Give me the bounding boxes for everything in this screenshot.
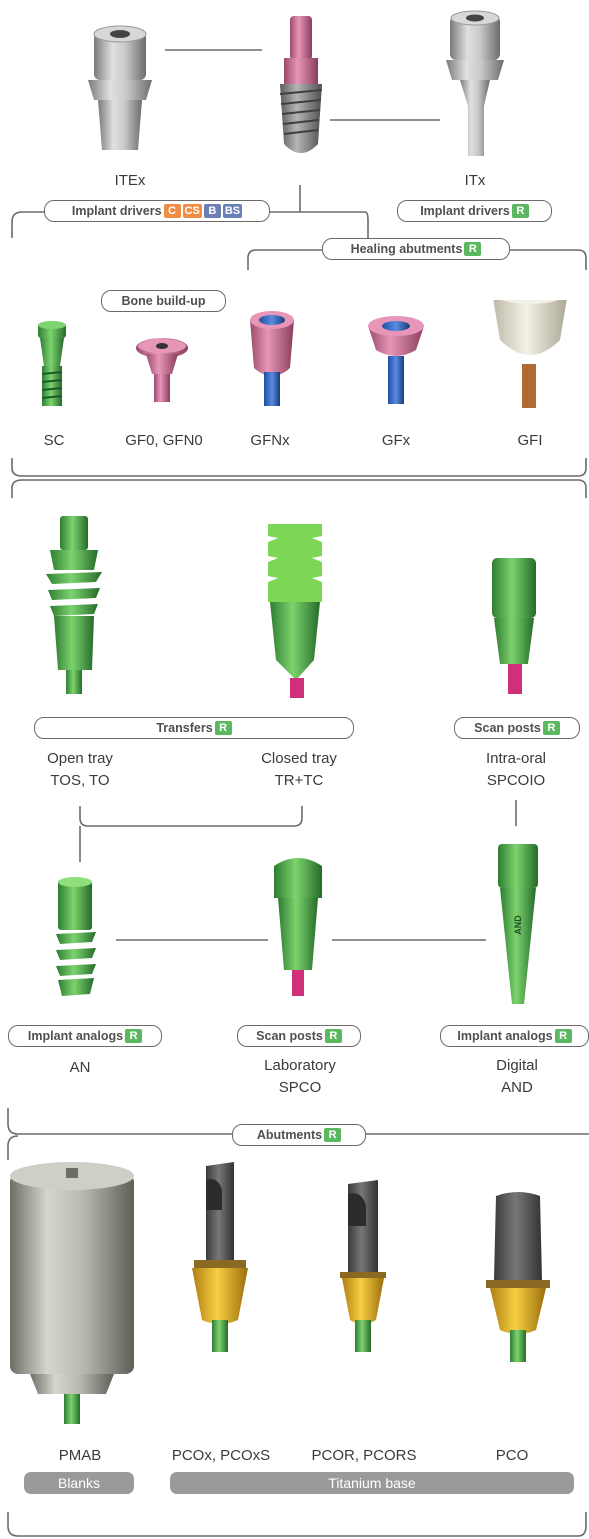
badge-r: R xyxy=(464,242,481,256)
healing-abutments-label: Healing abutments xyxy=(351,242,463,256)
itex-implant-image xyxy=(80,20,160,160)
open-tray-codes: TOS, TO xyxy=(30,770,130,791)
itx-implant-image xyxy=(440,6,510,166)
spco-label: SPCO xyxy=(250,1077,350,1098)
pcor-titanium-base-image xyxy=(340,1180,386,1352)
healing-abutments-pill[interactable]: Healing abutments R xyxy=(322,238,510,260)
implant-drivers-r-pill[interactable]: Implant drivers R xyxy=(397,200,552,222)
implant-analogs-left-pill[interactable]: Implant analogs R xyxy=(8,1025,162,1047)
implant-analogs-label: Implant analogs xyxy=(457,1029,552,1043)
implant-drivers-pill[interactable]: Implant drivers C CS B BS xyxy=(44,200,270,222)
pco-titanium-base-image xyxy=(486,1192,550,1362)
gfi-image xyxy=(492,300,568,408)
healing-abutments-images xyxy=(0,300,589,420)
pmab-blank-image xyxy=(10,1162,134,1424)
transfers-images xyxy=(0,510,589,700)
transfers-pill[interactable]: Transfers R xyxy=(34,717,354,739)
abutment-label-pcor: PCOR, PCORS xyxy=(306,1445,422,1466)
badge-r: R xyxy=(325,1029,342,1043)
sc-screw-image xyxy=(38,321,66,406)
itx-label: ITx xyxy=(445,170,505,191)
abutment-label-pmab: PMAB xyxy=(44,1445,116,1466)
laboratory-label: Laboratory xyxy=(250,1055,350,1076)
itex-label: ITEx xyxy=(100,170,160,191)
badge-r: R xyxy=(125,1029,142,1043)
pcox-titanium-base-image xyxy=(192,1162,248,1352)
blanks-category-bar: Blanks xyxy=(24,1472,134,1494)
gfx-image xyxy=(368,316,424,404)
transfers-label: Transfers xyxy=(156,721,212,735)
implant-drivers-r-label: Implant drivers xyxy=(420,204,510,218)
badge-c: C xyxy=(164,204,181,218)
scan-posts-laboratory-pill[interactable]: Scan posts R xyxy=(237,1025,361,1047)
badge-bs: BS xyxy=(223,204,242,218)
and-engraving: AND xyxy=(513,915,523,935)
abutment-label-pco: PCO xyxy=(482,1445,542,1466)
intraoral-label: Intra-oral xyxy=(466,748,566,769)
scan-posts-label: Scan posts xyxy=(256,1029,323,1043)
and-label: AND xyxy=(467,1077,567,1098)
healing-label-gf0: GF0, GFN0 xyxy=(114,430,214,451)
badge-b: B xyxy=(204,204,221,218)
badge-r: R xyxy=(543,721,560,735)
scan-posts-intraoral-pill[interactable]: Scan posts R xyxy=(454,717,580,739)
implant-analogs-label: Implant analogs xyxy=(28,1029,123,1043)
open-tray-label: Open tray xyxy=(30,748,130,769)
closed-tray-transfer-image xyxy=(268,524,322,698)
an-label: AN xyxy=(50,1057,110,1078)
digital-label: Digital xyxy=(467,1055,567,1076)
healing-label-sc: SC xyxy=(24,430,84,451)
open-tray-transfer-image xyxy=(46,516,102,694)
implant-analogs-right-pill[interactable]: Implant analogs R xyxy=(440,1025,589,1047)
closed-tray-codes: TR+TC xyxy=(244,770,354,791)
intraoral-code: SPCOIO xyxy=(466,770,566,791)
abutments-label: Abutments xyxy=(257,1128,322,1142)
healing-label-gfnx: GFNx xyxy=(240,430,300,451)
scan-posts-label: Scan posts xyxy=(474,721,541,735)
scan-post-laboratory-image xyxy=(274,858,322,996)
badge-r: R xyxy=(324,1128,341,1142)
scan-post-intraoral-image xyxy=(492,558,536,694)
healing-label-gfi: GFI xyxy=(500,430,560,451)
abutments-images xyxy=(0,1160,589,1430)
implant-analog-an-image xyxy=(56,877,96,996)
abutment-label-pcox: PCOx, PCOxS xyxy=(166,1445,276,1466)
gf0-image xyxy=(136,338,188,402)
implant-drivers-label: Implant drivers xyxy=(72,204,162,218)
badge-r: R xyxy=(512,204,529,218)
badge-r: R xyxy=(215,721,232,735)
healing-label-gfx: GFx xyxy=(366,430,426,451)
gfnx-image xyxy=(250,311,294,406)
abutments-pill[interactable]: Abutments R xyxy=(232,1124,366,1146)
titanium-base-category-bar: Titanium base xyxy=(170,1472,574,1494)
central-implant-image xyxy=(268,14,334,164)
badge-r: R xyxy=(555,1029,572,1043)
analogs-images xyxy=(0,840,589,1010)
closed-tray-label: Closed tray xyxy=(244,748,354,769)
badge-cs: CS xyxy=(183,204,202,218)
